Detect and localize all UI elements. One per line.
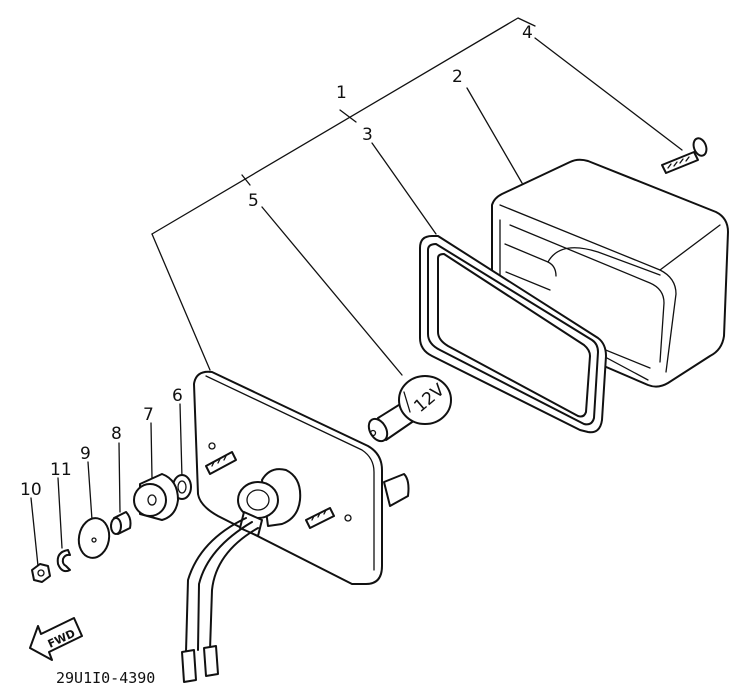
callout-8: 8	[111, 424, 122, 444]
callout-3: 3	[362, 125, 373, 145]
callout-4: 4	[522, 23, 533, 43]
callout-10: 10	[20, 480, 42, 500]
collar-8	[110, 511, 132, 535]
callout-1: 1	[336, 83, 347, 103]
callout-9: 9	[80, 444, 91, 464]
forward-direction-arrow: FWD	[29, 617, 83, 661]
drawing-code: 29U1I0-4390	[56, 669, 155, 687]
grommet-7	[133, 473, 179, 521]
leader-lines	[30, 17, 683, 567]
lens-gasket	[419, 235, 607, 434]
mounting-bolt	[661, 137, 708, 174]
callout-5: 5	[248, 191, 259, 211]
bulb: 12V	[367, 375, 452, 443]
callout-2: 2	[452, 67, 463, 87]
callout-7: 7	[143, 405, 154, 425]
callout-numbers: 1 2 3 4 5 6 7 8 9 10 11	[20, 23, 533, 500]
callout-6: 6	[172, 386, 183, 406]
wire-harness	[181, 517, 259, 683]
lamp-base-plate	[193, 370, 410, 585]
plate-washer-9	[77, 517, 111, 559]
lock-washer-11	[56, 549, 71, 573]
nut-10	[31, 563, 51, 583]
callout-11: 11	[50, 460, 72, 480]
